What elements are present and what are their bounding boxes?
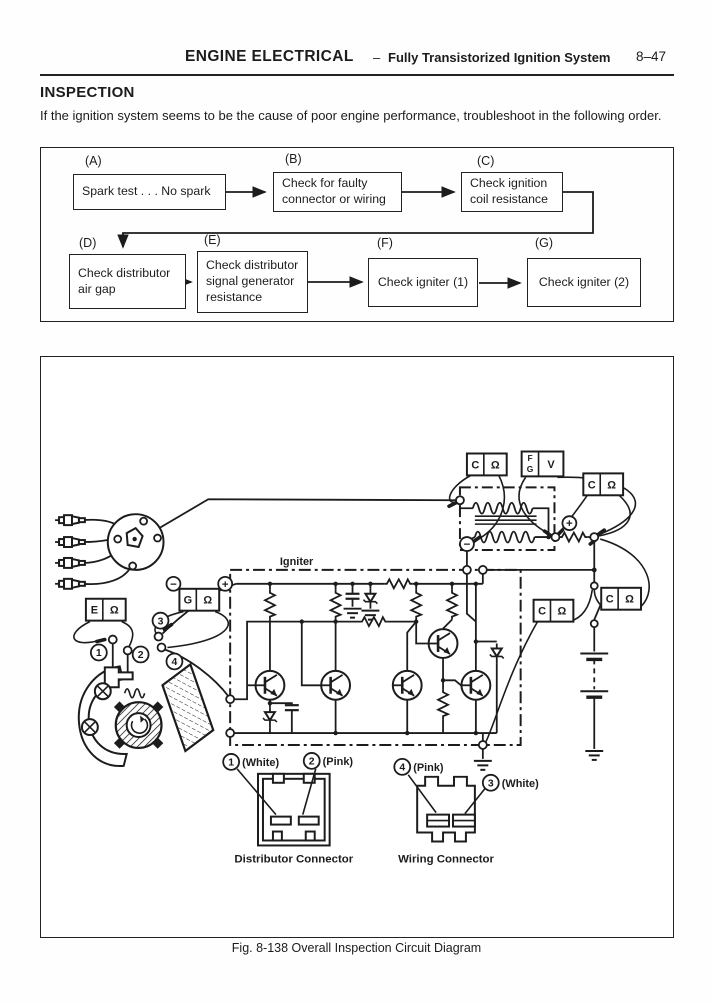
pin-slot-1 <box>269 815 292 826</box>
igniter-label: Igniter <box>280 556 314 568</box>
distributor-connector-label: Distributor Connector <box>234 853 353 865</box>
battery-ground <box>584 749 605 761</box>
terminal-2-number: 2 <box>138 650 144 661</box>
header-rule <box>40 74 674 76</box>
step-box-d: Check distributor air gap <box>69 254 186 309</box>
circuit-diagram: C Ω F G V C Ω C Ω C Ω E Ω <box>54 450 650 865</box>
connector-label-3-number: 3 <box>488 778 494 789</box>
terminal-4-number: 4 <box>172 657 178 668</box>
connector-label-1-color: (White) <box>242 757 279 769</box>
connector-label-2-number: 2 <box>309 757 315 768</box>
wiring-connector: 4 (Pink) 3 (White) Wiring Connector <box>393 758 539 865</box>
primary-winding <box>474 530 536 544</box>
step-box-a: Spark test . . . No spark <box>73 174 226 210</box>
pickup-coil <box>123 687 146 699</box>
coil-plus-sign: + <box>566 518 573 530</box>
meter-letter: C <box>588 479 596 491</box>
step-id-f: (F) <box>377 236 393 250</box>
magnet <box>161 662 215 753</box>
distributor-cap <box>106 513 165 571</box>
section-heading: INSPECTION <box>40 84 135 101</box>
transistor-3 <box>391 669 423 702</box>
step-id-b: (B) <box>285 152 302 166</box>
step-box-c: Check ignition coil resistance <box>461 172 563 212</box>
transistor-1 <box>254 669 286 702</box>
meter-c-4: C Ω <box>532 598 575 623</box>
step-id-e: (E) <box>204 233 221 247</box>
meter-e: E Ω <box>84 597 127 622</box>
step-id-d: (D) <box>79 236 97 250</box>
connector-label-4-color: (Pink) <box>413 762 444 774</box>
meter-letter: G <box>184 595 193 607</box>
connector-label-2-color: (Pink) <box>323 756 354 768</box>
step-id-c: (C) <box>477 154 495 168</box>
transistor-5 <box>460 669 492 702</box>
meter-g: G Ω <box>178 587 221 612</box>
step-box-b: Check for faulty connector or wiring <box>273 172 402 212</box>
connector-label-3-color: (White) <box>502 778 539 790</box>
transistor-2 <box>319 669 352 702</box>
transistor-4 <box>427 627 459 660</box>
meter-unit: Ω <box>491 459 500 471</box>
page-header: ENGINE ELECTRICAL – Fully Transistorized… <box>40 46 674 70</box>
step-id-a: (A) <box>85 154 102 168</box>
ignition-coil <box>458 486 556 551</box>
page-number: 8–47 <box>635 49 666 64</box>
igniter-ground <box>472 759 493 771</box>
meter-letter: C <box>538 606 546 618</box>
reluctor <box>113 701 164 750</box>
header-separator: – <box>373 50 381 65</box>
pickup-assembly <box>77 662 215 767</box>
terminal-3-number: 3 <box>158 616 164 627</box>
battery <box>578 651 610 699</box>
meter-c-3: C Ω <box>600 586 643 611</box>
step-box-e: Check distributor signal generator resis… <box>197 251 308 313</box>
terminal-numbers: 1 2 3 4 <box>89 611 184 671</box>
meter-letter-f: F <box>528 453 533 463</box>
junction-dots <box>267 534 597 736</box>
minus-sign: − <box>170 579 177 591</box>
distributor-connector: 1 (White) 2 (Pink) Distributor Connector <box>222 752 354 865</box>
step-box-g: Check igniter (2) <box>527 258 641 307</box>
header-title: ENGINE ELECTRICAL <box>185 48 354 65</box>
meter-c-2: C Ω <box>582 472 625 497</box>
connector-label-1-number: 1 <box>228 758 234 769</box>
figure-caption: Fig. 8-138 Overall Inspection Circuit Di… <box>231 941 482 955</box>
meter-fg-v: F G V <box>520 450 565 478</box>
meter-unit: Ω <box>203 595 212 607</box>
intro-paragraph: If the ignition system seems to be the c… <box>40 108 662 123</box>
circuit-nodes <box>107 495 600 750</box>
pin-slot-2 <box>297 815 320 826</box>
meter-unit: Ω <box>625 594 634 606</box>
inspection-flowchart: (A) Spark test . . . No spark (B) Check … <box>40 147 674 322</box>
terminal-1-number: 1 <box>96 648 102 659</box>
breaker-plate <box>77 665 128 767</box>
probe-tips <box>95 500 606 644</box>
inspection-circuit-figure: C Ω F G V C Ω C Ω C Ω E Ω <box>40 356 674 938</box>
coil-minus-sign: − <box>464 539 471 551</box>
meter-unit: Ω <box>110 605 119 617</box>
polarity-marks: − + − + <box>165 515 578 592</box>
igniter-box <box>229 568 522 746</box>
meter-letter: C <box>471 459 479 471</box>
meter-unit: Ω <box>607 479 616 491</box>
meter-letter-g: G <box>527 464 534 474</box>
spark-plugs <box>54 514 86 590</box>
wiring-connector-label: Wiring Connector <box>398 853 494 865</box>
meter-unit-volt: V <box>547 459 555 471</box>
plus-sign: + <box>222 579 229 591</box>
connector-label-4-number: 4 <box>399 763 405 774</box>
ballast-resistor <box>558 531 589 543</box>
meter-c-1: C Ω <box>465 452 508 477</box>
meter-unit: Ω <box>558 606 567 618</box>
meter-letter: E <box>91 605 98 617</box>
step-box-f: Check igniter (1) <box>368 258 478 307</box>
secondary-winding <box>472 501 534 515</box>
header-subtitle: Fully Transistorized Ignition System <box>388 50 611 65</box>
meter-letter: C <box>606 594 614 606</box>
step-id-g: (G) <box>535 236 554 250</box>
capacitor-ground <box>342 607 363 619</box>
